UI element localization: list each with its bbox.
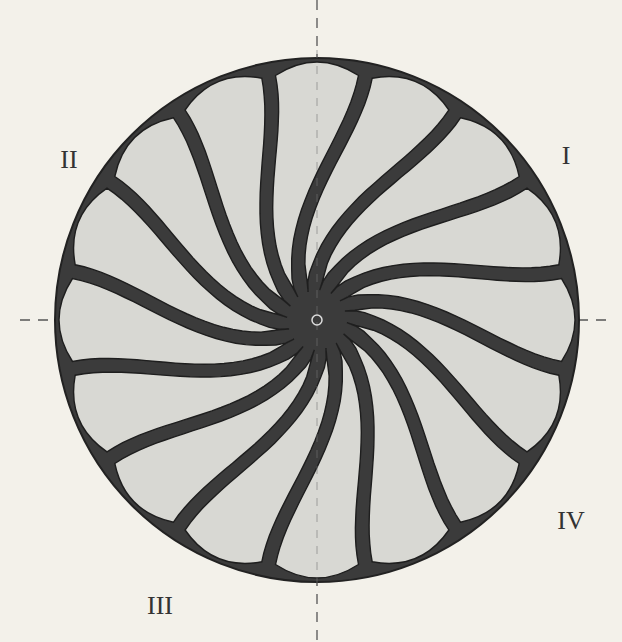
petal xyxy=(185,77,290,307)
vertical-axis-overlay xyxy=(317,50,318,590)
quadrant-numeral: I xyxy=(562,143,571,169)
quadrant-numeral: II xyxy=(60,147,77,173)
center-eye xyxy=(312,315,322,325)
quadrant-numeral: IV xyxy=(557,508,584,534)
quadrant-numeral: III xyxy=(147,593,173,619)
